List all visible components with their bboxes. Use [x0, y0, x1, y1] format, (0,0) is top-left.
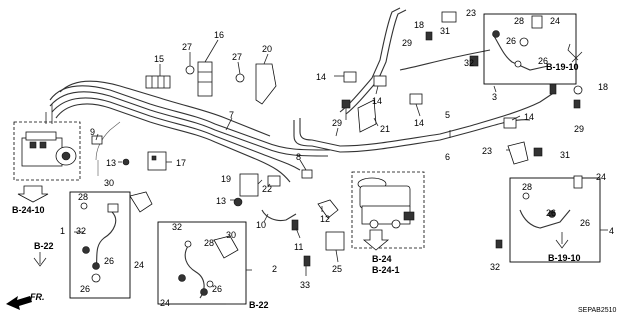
- master-cylinder: [357, 177, 415, 229]
- callout-7: 7: [229, 110, 234, 120]
- callout-14-b: 14: [372, 96, 382, 106]
- callout-26-a: 26: [506, 36, 516, 46]
- callout-26-e: 26: [104, 256, 114, 266]
- callout-11: 11: [294, 242, 303, 252]
- abs-detail-frame: [13, 121, 81, 181]
- callout-14-d: 14: [524, 112, 534, 122]
- callout-27-a: 27: [182, 42, 192, 52]
- callout-2: 2: [272, 264, 277, 274]
- callout-30-a: 30: [104, 178, 114, 188]
- callout-32-c: 32: [172, 222, 182, 232]
- callout-12: 12: [320, 214, 330, 224]
- callout-32-d: 32: [490, 262, 500, 272]
- callout-14-c: 14: [414, 118, 424, 128]
- callout-22: 22: [262, 184, 272, 194]
- callout-28-c: 28: [78, 192, 88, 202]
- callout-26-d: 26: [580, 218, 590, 228]
- callout-17: 17: [176, 158, 186, 168]
- callout-24-c: 24: [134, 260, 144, 270]
- callout-13-b: 13: [216, 196, 226, 206]
- callout-18-a: 18: [414, 20, 424, 30]
- callout-26-f: 26: [80, 284, 90, 294]
- callout-29-c: 29: [574, 124, 584, 134]
- front-right-brake-hose: [178, 235, 239, 299]
- callout-3: 3: [492, 92, 497, 102]
- callout-31-a: 31: [440, 26, 450, 36]
- callout-29-a: 29: [402, 38, 412, 48]
- callout-24-a: 24: [550, 16, 560, 26]
- ref-b24-1[interactable]: B-24-1: [372, 265, 400, 275]
- callout-23-b: 23: [482, 146, 492, 156]
- callout-27-b: 27: [232, 52, 242, 62]
- callout-10: 10: [256, 220, 266, 230]
- callout-26-b: 26: [538, 56, 548, 66]
- rear-left-brake-hose: [425, 11, 583, 109]
- front-direction-arrow: [6, 296, 32, 310]
- callout-28-d: 28: [204, 238, 214, 248]
- callout-numbers: 1 2 3 4 5 6 7 8 9 10 11 12 13 13 14 14 1…: [60, 8, 614, 308]
- rear-right-hose-group-frame: [509, 177, 601, 263]
- callout-15: 15: [154, 54, 164, 64]
- callout-1: 1: [60, 226, 65, 236]
- rear-right-brake-hose: [495, 141, 583, 249]
- ref-b24[interactable]: B-24: [372, 254, 392, 264]
- callout-26-g: 26: [212, 284, 222, 294]
- abs-modulator-unit: [13, 104, 81, 181]
- callout-24-d: 24: [160, 298, 170, 308]
- callout-23-a: 23: [466, 8, 476, 18]
- ref-b22-bottom[interactable]: B-22: [249, 300, 269, 310]
- callout-24-b: 24: [596, 172, 606, 182]
- rear-brake-pipes: [293, 7, 556, 153]
- front-left-brake-hose: [80, 191, 153, 283]
- callout-28-b: 28: [522, 182, 532, 192]
- front-left-hose-group-frame: [69, 191, 131, 299]
- ref-b22-left[interactable]: B-22: [34, 241, 54, 251]
- ref-b19-10-top[interactable]: B-19-10: [546, 62, 579, 72]
- diagram-code: SEPAB2510: [578, 307, 617, 314]
- callout-28-a: 28: [514, 16, 524, 26]
- callout-21: 21: [380, 124, 390, 134]
- callout-18-b: 18: [598, 82, 608, 92]
- callout-26-c: 26: [546, 208, 556, 218]
- callout-13-a: 13: [106, 158, 116, 168]
- leader-lines: [74, 39, 608, 276]
- callout-4: 4: [609, 226, 614, 236]
- callout-25: 25: [332, 264, 342, 274]
- callout-30-b: 30: [226, 230, 236, 240]
- callout-6: 6: [445, 152, 450, 162]
- front-right-hose-group-frame: [157, 221, 247, 305]
- callout-31-b: 31: [560, 150, 570, 160]
- callout-33: 33: [300, 280, 310, 290]
- callout-8: 8: [296, 152, 301, 162]
- callout-32-a: 32: [464, 58, 474, 68]
- arrow-to-b24: [362, 229, 390, 251]
- main-brake-pipe-bundle: [49, 80, 331, 183]
- arrow-to-b24-10: [17, 185, 49, 203]
- ref-b19-10-bottom[interactable]: B-19-10: [548, 253, 581, 263]
- front-label: FR.: [30, 292, 45, 302]
- rear-left-hose-group-frame: [483, 13, 577, 85]
- callout-29-b: 29: [332, 118, 342, 128]
- master-cylinder-detail-frame: [351, 171, 425, 249]
- ref-b24-10[interactable]: B-24-10: [12, 205, 45, 215]
- callout-32-b: 32: [76, 226, 86, 236]
- callout-5: 5: [445, 110, 450, 120]
- center-clips-and-joints: [91, 61, 517, 267]
- callout-20: 20: [262, 44, 272, 54]
- callout-14-a: 14: [316, 72, 326, 82]
- callout-19: 19: [221, 174, 231, 184]
- callout-9: 9: [90, 127, 95, 137]
- callout-16: 16: [214, 30, 224, 40]
